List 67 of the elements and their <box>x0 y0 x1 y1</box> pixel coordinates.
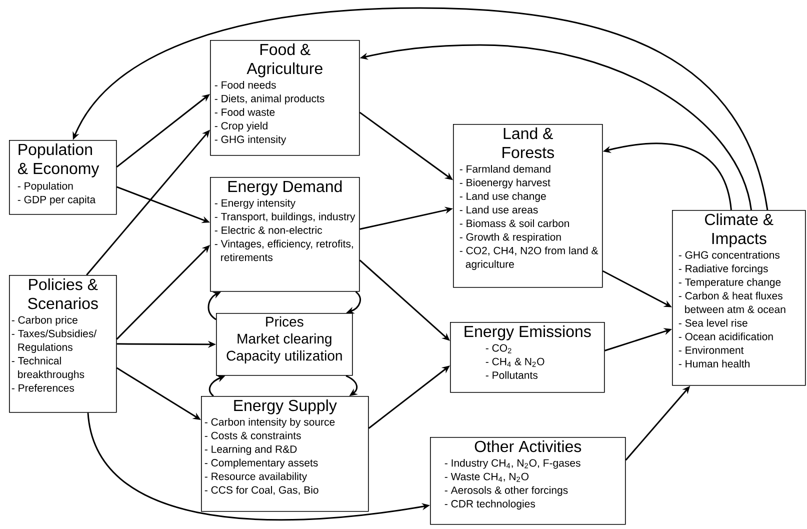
module-box <box>672 210 806 386</box>
box-heading: Energy Supply <box>234 399 337 414</box>
bullet-item: - Electric & non-electric <box>214 226 322 234</box>
bullet-item: - Energy intensity <box>214 198 296 209</box>
bullet-item: - Ocean acidification <box>678 332 773 340</box>
bullet-item: - Carbon & heat fluxes between atm & ocean <box>678 292 786 314</box>
bullet-item: - Population <box>18 182 73 192</box>
bullet-item: - Food needs <box>214 80 276 89</box>
module-box <box>201 396 369 512</box>
box-heading: Food & Agriculture <box>246 43 322 78</box>
box-heading: Land & Forests <box>502 127 554 158</box>
module-box <box>9 275 117 413</box>
bullet-item: - GHG intensity <box>214 135 286 146</box>
box-heading: Energy Emissions <box>464 325 591 340</box>
bullet-item: - GDP per capita <box>18 196 96 206</box>
bullet-item: - Bioenergy harvest <box>460 178 550 188</box>
bullet-item: - Learning and R&D <box>204 445 297 455</box>
bullet-item: - Taxes/Subsidies/ Regulations <box>12 330 97 353</box>
bullet-item: - Crop yield <box>214 122 268 132</box>
bullet-item: - Carbon price <box>12 316 78 326</box>
box-heading: Climate & Impacts <box>705 213 774 248</box>
bullet-item: - Food waste <box>214 108 275 116</box>
box-text: Market clearing <box>238 333 332 346</box>
bullet-item: - CO2, CH4, N2O from land & agriculture <box>460 246 598 270</box>
bullet-item: - Waste CH$_{4}$, N$_{2}$O <box>444 472 528 482</box>
module-box <box>430 437 626 525</box>
bullet-item: - Diets, animal products <box>214 94 324 104</box>
bullet-item: - Biomass & soil carbon <box>460 219 569 228</box>
bullet-item: - Transport, buildings, industry <box>214 212 356 222</box>
bullet-item: - Land use areas <box>460 206 538 214</box>
bullet-item: - Industry CH$_{4}$, N$_{2}$O, F-gases <box>444 458 580 469</box>
bullet-item: - Farmland demand <box>460 164 550 173</box>
bullet-item: - CDR technologies <box>444 500 536 510</box>
module-box <box>9 140 117 215</box>
bullet-item: - CCS for Coal, Gas, Bio <box>204 486 318 495</box>
bullet-item: - Costs & constraints <box>204 432 301 440</box>
bullet-item: - Vintages, efficiency, retrofits, retirements <box>214 240 353 262</box>
bullet-item: - Complementary assets <box>204 458 318 469</box>
module-box <box>453 124 603 288</box>
module-box <box>450 322 605 393</box>
module-box <box>210 40 360 156</box>
bullet-item: - Aerosols & other forcings <box>444 486 568 496</box>
bullet-item: - Sea level rise <box>678 318 748 327</box>
bullet-item: - Radiative forcings <box>678 264 768 274</box>
bullet-item: - Growth & respiration <box>460 232 561 243</box>
box-heading: Other Activities <box>474 440 582 452</box>
box-heading: Population & Economy <box>18 143 100 178</box>
bullet-item: - CH$_{4}$ & N$_{2}$O <box>486 358 544 367</box>
bullet-item: - Temperature change <box>678 278 781 288</box>
bullet-item: - Preferences <box>12 384 74 392</box>
bullet-item: - Technical breakthroughs <box>12 356 84 380</box>
module-box <box>216 313 353 376</box>
bullet-item: - Human health <box>678 360 750 368</box>
bullet-item: - GHG concentrations <box>678 250 780 259</box>
arrow <box>346 375 358 396</box>
bullet-item: - Pollutants <box>486 371 538 379</box>
box-text: Capacity utilization <box>226 350 342 364</box>
module-box <box>210 177 360 292</box>
bullet-item: - Carbon intensity by source <box>204 418 335 428</box>
box-text: Prices <box>266 316 304 327</box>
bullet-item: - Environment <box>678 346 744 354</box>
box-heading: Energy Demand <box>228 180 342 196</box>
box-heading: Policies & Scenarios <box>28 278 98 310</box>
bullet-item: - Resource availability <box>204 472 308 482</box>
arrow <box>72 7 768 210</box>
bullet-item: - CO$_{2}$ <box>486 344 512 354</box>
bullet-item: - Land use change <box>460 192 546 202</box>
